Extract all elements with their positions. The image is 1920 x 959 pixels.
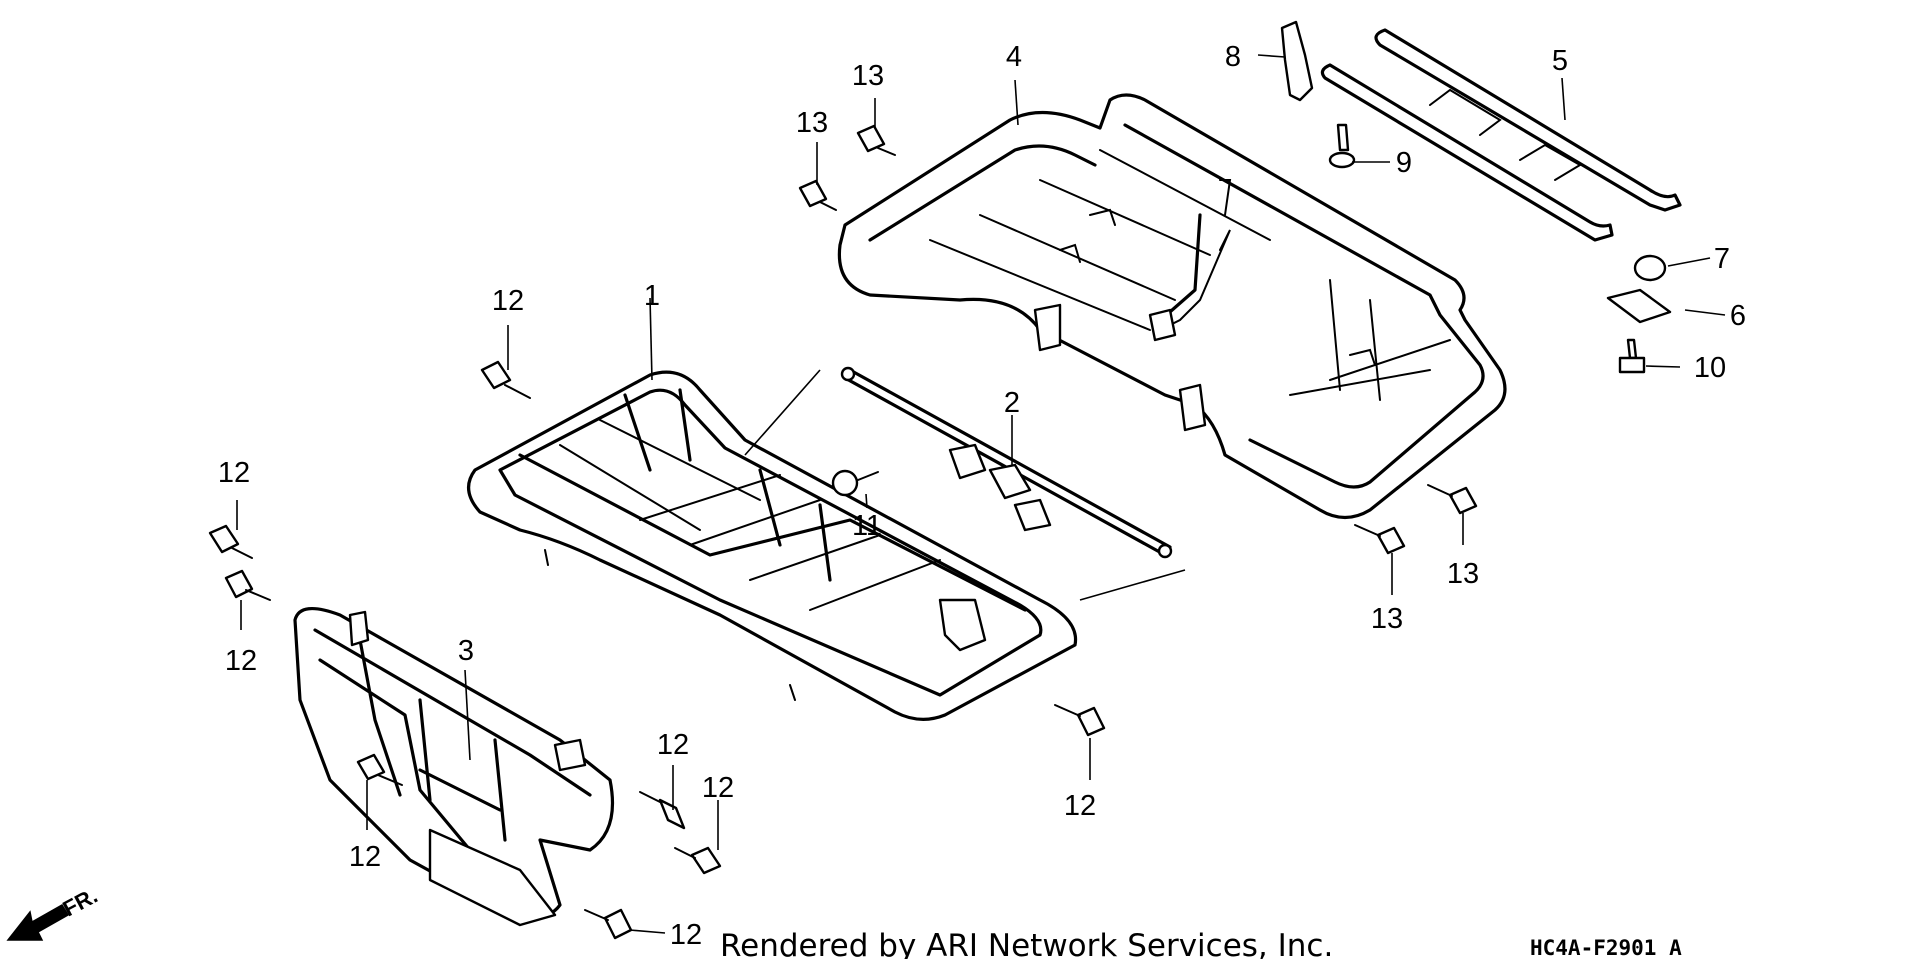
front-guard-part-3 (293, 607, 615, 927)
callout-13-d: 13 (1447, 558, 1479, 590)
bolt-12-f (674, 846, 722, 875)
bolt-12-a (480, 360, 531, 399)
callout-12-h: 12 (1064, 790, 1096, 822)
diagram-code: HC4A-F2901 A (1530, 936, 1682, 959)
callout-12-b: 12 (218, 457, 250, 489)
bolt-12-g (584, 908, 633, 940)
callout-4: 4 (1006, 41, 1022, 73)
callout-11: 11 (852, 510, 882, 542)
bolt-11 (831, 469, 879, 497)
bolt-part-10 (1618, 338, 1646, 374)
callout-12-f: 12 (702, 772, 734, 804)
bolt-12-e (639, 791, 686, 830)
callout-13-a: 13 (852, 60, 884, 92)
bolt-13-c (1354, 524, 1406, 555)
plate-part-6 (1606, 288, 1672, 324)
callout-12-g: 12 (670, 919, 702, 951)
front-direction-arrow-icon: FR. (6, 883, 102, 941)
callout-12-a: 12 (492, 285, 524, 317)
bolt-12-b (208, 524, 253, 559)
leader-lines (236, 54, 1726, 934)
bolt-12-h (1054, 704, 1106, 737)
callout-12-e: 12 (657, 729, 689, 761)
callout-10: 10 (1694, 352, 1726, 384)
collar-part-7 (1633, 254, 1667, 282)
rod-part-2 (840, 366, 1173, 559)
callout-9: 9 (1396, 147, 1412, 179)
callout-5: 5 (1552, 45, 1568, 77)
callout-1: 1 (644, 280, 660, 312)
bolt-12-c (224, 569, 271, 601)
credit-text: Rendered by ARI Network Services, Inc. (720, 928, 1333, 959)
bracket-part-5 (1320, 28, 1682, 242)
callout-7: 7 (1714, 243, 1730, 275)
callout-2: 2 (1004, 387, 1020, 419)
callout-6: 6 (1730, 300, 1746, 332)
front-carrier-part-1 (467, 370, 1078, 721)
callout-3: 3 (458, 635, 474, 667)
bolt-13-d (1427, 484, 1478, 515)
callout-13-c: 13 (1371, 603, 1403, 635)
rear-carrier-part-4 (837, 93, 1507, 520)
bolt-13-a (856, 124, 896, 156)
callout-13-b: 13 (796, 107, 828, 139)
callout-8: 8 (1225, 41, 1241, 73)
bolt-part-9 (1328, 123, 1356, 169)
callout-12-c: 12 (225, 645, 257, 677)
clip-part-8 (1280, 20, 1314, 102)
bolt-12-d (356, 753, 403, 786)
callout-12-d: 12 (349, 841, 381, 873)
bolt-13-b (798, 179, 837, 211)
assembly-line (744, 369, 1186, 601)
